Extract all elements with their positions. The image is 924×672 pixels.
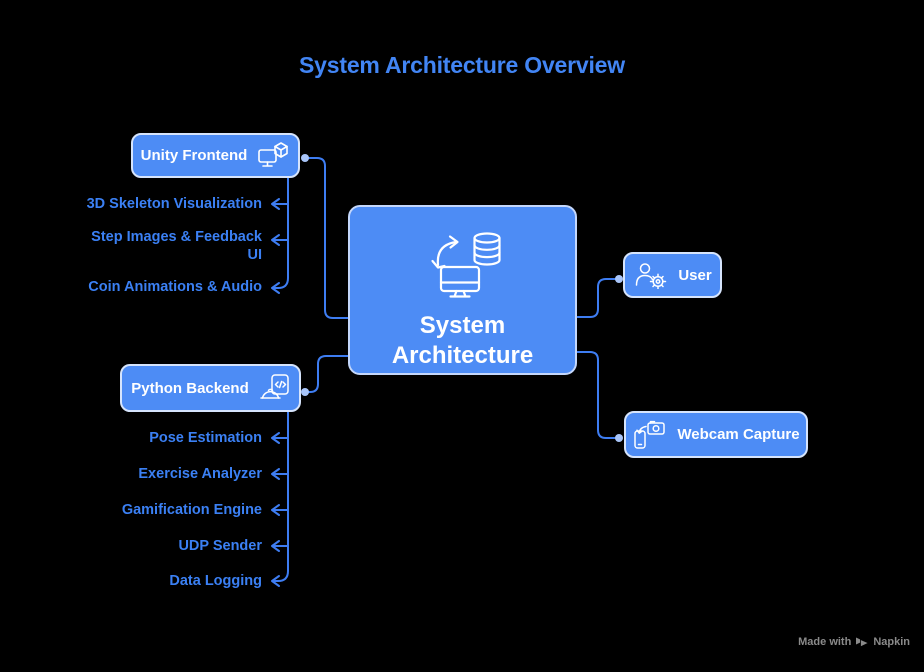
leaf-gamification-engine: Gamification Engine xyxy=(121,502,262,518)
leaf-3d-skeleton-visualization: 3D Skeleton Visualization xyxy=(86,196,262,212)
arrowhead-icon xyxy=(271,282,280,294)
edge-endpoint-dot xyxy=(615,275,623,283)
node-webcam-capture: Webcam Capture xyxy=(624,411,808,458)
arrowhead-icon xyxy=(271,504,280,516)
leaf-data-logging: Data Logging xyxy=(169,573,262,589)
made-with-napkin-credit: Made with Napkin xyxy=(798,636,910,648)
page-title: System Architecture Overview xyxy=(299,52,625,78)
arrowhead-icon xyxy=(271,540,280,552)
node-webcam-capture-label: Webcam Capture xyxy=(677,426,800,443)
leaf-coin-animations-audio: Coin Animations & Audio xyxy=(88,279,262,295)
central-node-system-architecture: System Architecture xyxy=(348,205,577,375)
leaf-udp-sender: UDP Sender xyxy=(178,538,262,554)
edge-endpoint-dot xyxy=(301,154,309,162)
central-node-label: System Architecture xyxy=(391,312,534,369)
napkin-logo-icon xyxy=(855,636,870,648)
phone-camera-icon xyxy=(634,420,666,449)
edge-unity-center xyxy=(306,157,349,319)
arrowhead-icon xyxy=(271,234,280,246)
edge-center-webcam xyxy=(576,351,618,439)
node-python-backend: Python Backend xyxy=(120,364,301,412)
leaf-step-images-feedback-ui: Step Images & Feedback UI xyxy=(91,229,262,263)
python-items-trunk xyxy=(272,411,289,582)
unity-items-trunk xyxy=(272,177,289,289)
node-user: User xyxy=(623,252,722,298)
credit-prefix: Made with xyxy=(798,636,852,648)
leaf-exercise-analyzer: Exercise Analyzer xyxy=(138,466,262,482)
arrowhead-icon xyxy=(271,468,280,480)
edge-python-center xyxy=(306,355,349,393)
leaf-pose-estimation: Pose Estimation xyxy=(149,430,262,446)
node-unity-frontend-label: Unity Frontend xyxy=(140,147,248,164)
monitor-cube-icon xyxy=(258,141,289,167)
sync-database-monitor-icon xyxy=(430,232,501,298)
arrowhead-icon xyxy=(271,575,280,587)
edge-endpoint-dot xyxy=(301,388,309,396)
edge-center-user xyxy=(576,278,618,318)
credit-brand: Napkin xyxy=(873,636,910,648)
node-python-backend-label: Python Backend xyxy=(131,379,249,397)
arrowhead-icon xyxy=(271,432,280,444)
arrowhead-icon xyxy=(271,198,280,210)
code-file-hardhat-icon xyxy=(260,374,289,399)
edge-endpoint-dot xyxy=(615,434,623,442)
node-user-label: User xyxy=(678,266,712,284)
node-unity-frontend: Unity Frontend xyxy=(131,133,300,178)
person-gear-icon xyxy=(636,263,667,289)
